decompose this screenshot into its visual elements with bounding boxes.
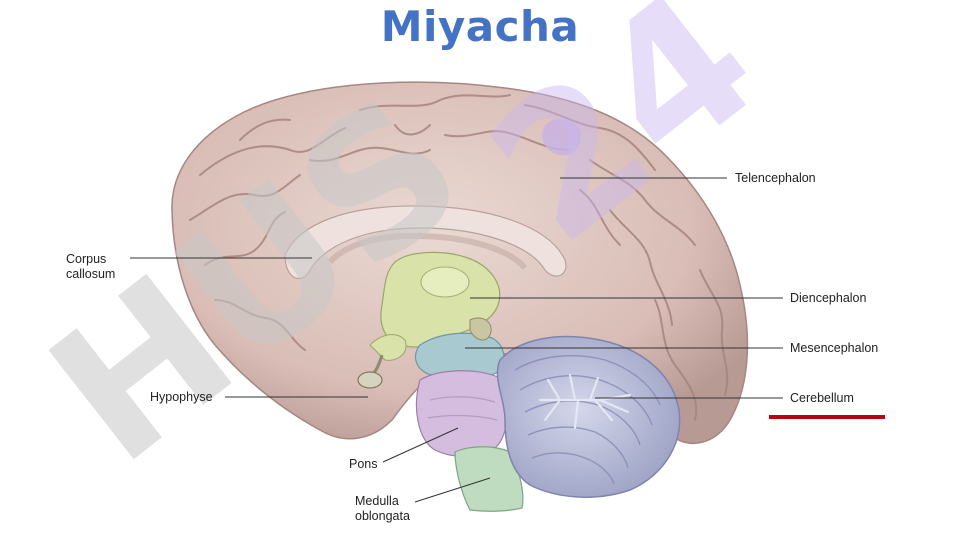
pons-shape	[415, 370, 509, 457]
medulla-oblongata-shape	[454, 446, 524, 512]
label-diencephalon: Diencephalon	[790, 291, 867, 305]
page-title: Miyacha	[380, 2, 580, 51]
hypophysis-shape	[357, 354, 384, 389]
label-telencephalon: Telencephalon	[735, 171, 816, 185]
label-mesencephalon: Mesencephalon	[790, 341, 879, 355]
leader-lines	[130, 177, 783, 503]
gyri-lines	[189, 94, 729, 421]
label-cerebellum: Cerebellum	[790, 391, 854, 405]
accent-bar	[769, 415, 885, 419]
corpus-callosum-shape	[284, 205, 567, 280]
label-medulla-oblongata: Medulla oblongata	[355, 494, 410, 524]
label-corpus-callosum: Corpus callosum	[66, 252, 115, 282]
label-pons: Pons	[349, 457, 378, 471]
label-medulla-oblongata-text: Medulla oblongata	[355, 494, 410, 523]
label-corpus-callosum-text: Corpus callosum	[66, 252, 116, 281]
label-hypophyse: Hypophyse	[150, 390, 213, 404]
cerebellum-shape	[496, 335, 681, 498]
